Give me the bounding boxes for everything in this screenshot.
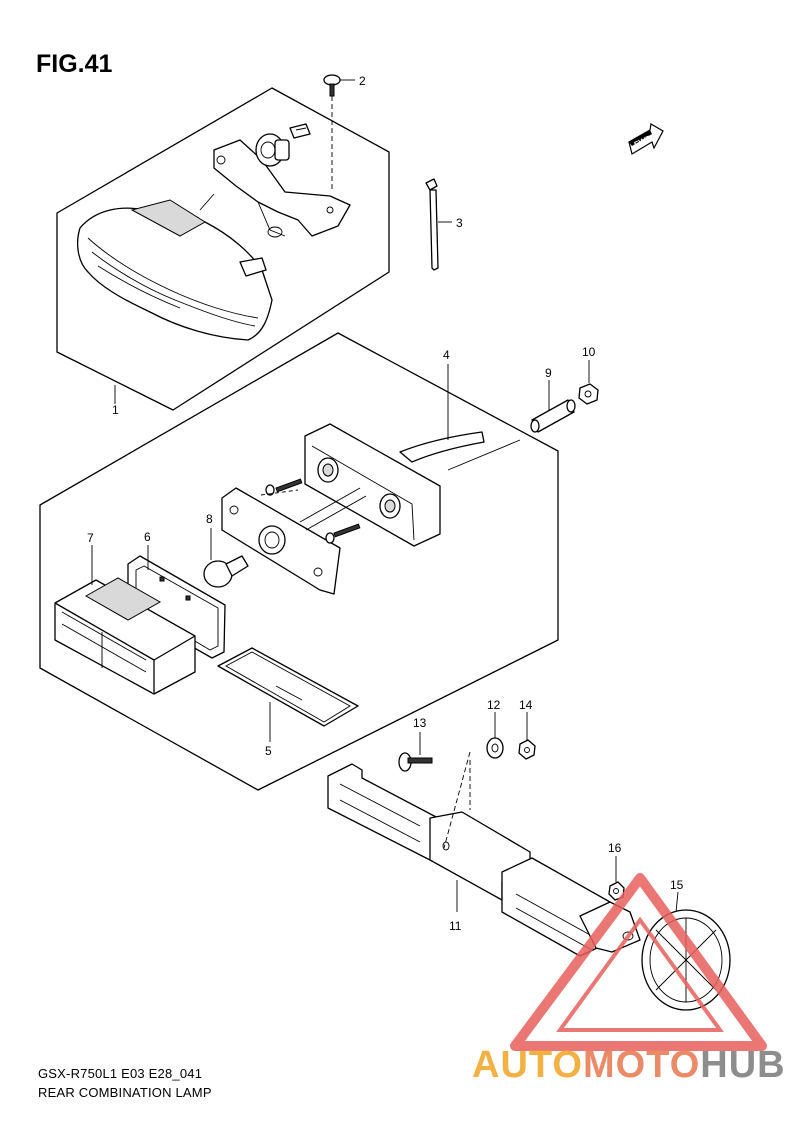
section-name: REAR COMBINATION LAMP xyxy=(38,1085,212,1100)
washer-part-12[interactable] xyxy=(486,737,504,759)
spacer-part-9[interactable] xyxy=(530,399,576,433)
callout-4: 4 xyxy=(443,348,450,362)
screw-part-2[interactable] xyxy=(323,74,341,97)
license-bracket-part-11[interactable] xyxy=(327,763,641,957)
callout-15: 15 xyxy=(670,878,684,892)
tail-lamp-assembly[interactable] xyxy=(77,193,273,341)
model-code: GSX-R750L1 E03 E28_041 xyxy=(38,1066,203,1081)
callout-11: 11 xyxy=(449,919,462,933)
lens-part-7[interactable] xyxy=(54,577,196,695)
bulb-socket-plate[interactable] xyxy=(221,487,367,595)
cable-tie-part-3[interactable] xyxy=(425,178,439,271)
callout-8: 8 xyxy=(206,512,213,526)
callout-1: 1 xyxy=(112,403,119,417)
fwd-direction-badge: FWD xyxy=(628,123,664,155)
screw-part-13[interactable] xyxy=(398,752,433,772)
assembly-1-frame xyxy=(56,87,390,411)
callout-9: 9 xyxy=(545,366,552,380)
callout-2: 2 xyxy=(359,74,366,88)
license-lamp-housing[interactable] xyxy=(304,423,485,547)
figure-title: FIG.41 xyxy=(36,50,113,78)
nut-part-14[interactable] xyxy=(518,739,536,760)
callout-5: 5 xyxy=(265,744,272,758)
callout-13: 13 xyxy=(413,716,427,730)
watermark-logo xyxy=(510,873,767,1051)
callout-16: 16 xyxy=(608,841,622,855)
grommet[interactable] xyxy=(255,133,290,167)
bracket-screw[interactable] xyxy=(289,123,311,139)
watermark-auto: AUTO xyxy=(472,1044,583,1086)
socket-screws[interactable] xyxy=(265,478,361,544)
assembly-4-frame xyxy=(39,332,559,791)
callout-7: 7 xyxy=(87,531,94,545)
watermark-hub: HUB xyxy=(700,1044,786,1086)
callout-12: 12 xyxy=(487,698,501,712)
watermark-text: AUTOMOTOHUB xyxy=(472,1044,786,1087)
bulb-part-8[interactable] xyxy=(203,555,249,588)
watermark-moto: MOTO xyxy=(582,1044,701,1086)
reflector-part-15[interactable] xyxy=(641,909,731,1011)
lens-cover-part-5[interactable] xyxy=(217,647,359,727)
callout-10: 10 xyxy=(582,345,596,359)
callout-14: 14 xyxy=(519,698,533,712)
callout-3: 3 xyxy=(456,216,463,230)
nut-part-10[interactable] xyxy=(578,383,599,405)
callout-6: 6 xyxy=(144,530,151,544)
